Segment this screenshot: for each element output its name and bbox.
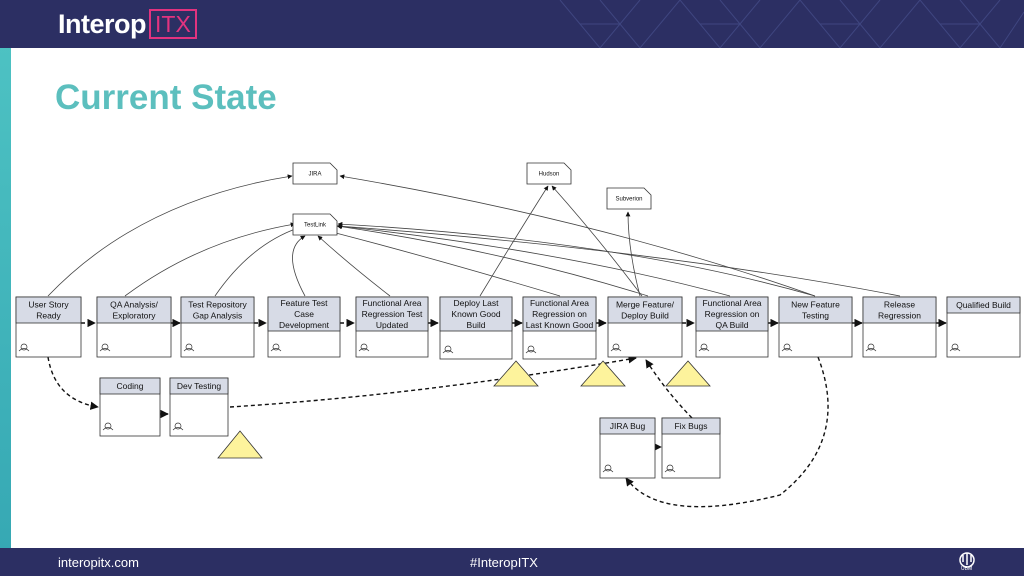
- data-store-hudson: Hudson: [526, 162, 572, 185]
- operator-icon: [664, 464, 676, 473]
- operator-icon: [442, 345, 454, 354]
- process-label: Merge Feature/: [616, 300, 675, 310]
- operator-icon: [602, 464, 614, 473]
- process-label: JIRA Bug: [610, 421, 646, 431]
- operator-icon: [698, 343, 710, 352]
- process-label: Fix Bugs: [674, 421, 707, 431]
- process-label: Release: [884, 300, 915, 310]
- data-store-label: Hudson: [539, 172, 560, 178]
- ubm-logo: [959, 552, 975, 568]
- footer-hashtag: #InteropITX: [470, 555, 538, 570]
- process-box-coding: Coding: [99, 377, 161, 437]
- logo-itx-text: ITX: [149, 9, 197, 39]
- process-box-dev-testing: Dev Testing: [169, 377, 229, 437]
- process-label: Test Repository: [188, 300, 247, 310]
- push-arrows: [47, 318, 947, 508]
- logo-main-text: Interop: [58, 8, 147, 39]
- process-box-fix-bugs: Fix Bugs: [661, 417, 721, 479]
- process-label: New Feature: [791, 300, 840, 310]
- slide-title: Current State: [55, 78, 277, 117]
- inventory-triangle: [493, 360, 539, 387]
- inventory-triangle: [217, 430, 263, 459]
- operator-icon: [949, 343, 961, 352]
- process-label: Regression Test: [362, 309, 423, 319]
- process-label: Functional Area: [702, 298, 761, 308]
- operator-icon: [99, 343, 111, 352]
- process-label: Ready: [36, 311, 61, 321]
- data-store-label: TestLink: [304, 223, 327, 229]
- process-label: User Story: [28, 300, 69, 310]
- operator-icon: [781, 343, 793, 352]
- header-bar: Interop ITX: [0, 0, 1024, 48]
- operator-icon: [183, 343, 195, 352]
- ubm-logo-text: UBM: [961, 566, 973, 572]
- process-box-qualified-build: Qualified Build: [946, 296, 1021, 358]
- process-box-merge-feature-deploy: Merge Feature/Deploy Build: [607, 296, 683, 358]
- process-label: Deploy Build: [621, 311, 669, 321]
- interop-itx-logo: Interop ITX: [58, 7, 197, 41]
- header-pattern: [559, 0, 1024, 48]
- data-store-testlink: TestLink: [292, 213, 338, 236]
- footer-bar: interopitx.com #InteropITX UBM: [0, 548, 1024, 576]
- info-flow-lines: [47, 174, 901, 297]
- data-store-label: Subverion: [615, 197, 642, 203]
- process-label: Updated: [376, 320, 408, 330]
- process-label: Last Known Good: [526, 320, 594, 330]
- process-label: Exploratory: [113, 311, 157, 321]
- operator-icon: [865, 343, 877, 352]
- process-label: Functional Area: [362, 298, 421, 308]
- process-label: Functional Area: [530, 298, 589, 308]
- operator-icon: [172, 422, 184, 431]
- process-label: Case: [294, 309, 314, 319]
- operator-icon: [358, 343, 370, 352]
- accent-side-bar: [0, 0, 11, 576]
- process-label: Known Good: [451, 309, 500, 319]
- process-label: Testing: [802, 311, 829, 321]
- process-label: Feature Test: [280, 298, 328, 308]
- data-store-jira: JIRA: [292, 162, 338, 185]
- data-store-label: JIRA: [308, 172, 321, 178]
- inventory-triangles: [217, 360, 711, 459]
- process-label: Regression: [878, 311, 921, 321]
- process-label: Development: [279, 320, 330, 330]
- data-store-subversion: Subverion: [606, 187, 652, 210]
- process-label: Dev Testing: [177, 381, 222, 391]
- process-label: Coding: [117, 381, 144, 391]
- inventory-triangle: [580, 360, 626, 387]
- process-label: Regression on: [532, 309, 587, 319]
- process-label: Qualified Build: [956, 300, 1011, 310]
- inventory-triangle: [665, 360, 711, 387]
- process-box-jira-bug: JIRA Bug: [599, 417, 656, 479]
- process-box-qa-analysis: QA Analysis/Exploratory: [96, 296, 172, 358]
- process-label: Deploy Last: [454, 298, 500, 308]
- operator-icon: [102, 422, 114, 431]
- footer-website: interopitx.com: [58, 555, 139, 570]
- process-label: Build: [467, 320, 486, 330]
- process-label: QA Build: [715, 320, 748, 330]
- process-label: QA Analysis/: [110, 300, 158, 310]
- operator-icon: [18, 343, 30, 352]
- operator-icon: [525, 345, 537, 354]
- operator-icon: [270, 343, 282, 352]
- process-label: Gap Analysis: [193, 311, 243, 321]
- process-label: Regression on: [705, 309, 760, 319]
- operator-icon: [610, 343, 622, 352]
